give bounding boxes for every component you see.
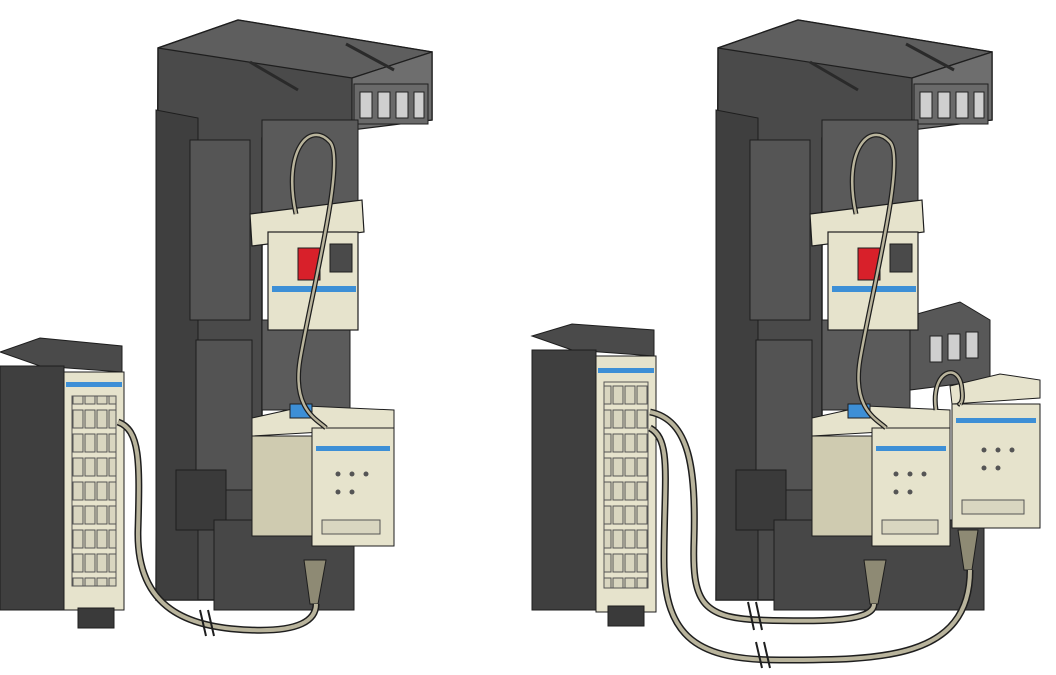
right-hub-block <box>530 323 657 627</box>
left-circuit-breaker <box>249 199 365 331</box>
left-contactor-housing <box>155 19 433 611</box>
right-cable-break-mark-1 <box>747 601 755 631</box>
right-cable-gland-1 <box>863 559 887 605</box>
right-top-terminals <box>913 83 989 125</box>
right-jumper-cable-1 <box>851 133 896 429</box>
left-assembly <box>0 19 433 637</box>
left-hub-block <box>0 337 125 629</box>
right-cable-1 <box>649 410 876 623</box>
right-overload-module-2 <box>949 373 1041 529</box>
right-cable-break-mark-2 <box>755 641 763 669</box>
left-cable <box>117 420 318 633</box>
right-assembly <box>530 19 1041 669</box>
right-circuit-breaker <box>809 199 925 331</box>
left-cable-break-mark <box>199 609 207 637</box>
left-overload-module <box>251 403 395 547</box>
left-top-terminals <box>353 83 429 125</box>
right-cable-2 <box>648 426 972 663</box>
left-jumper-cable <box>291 133 336 429</box>
